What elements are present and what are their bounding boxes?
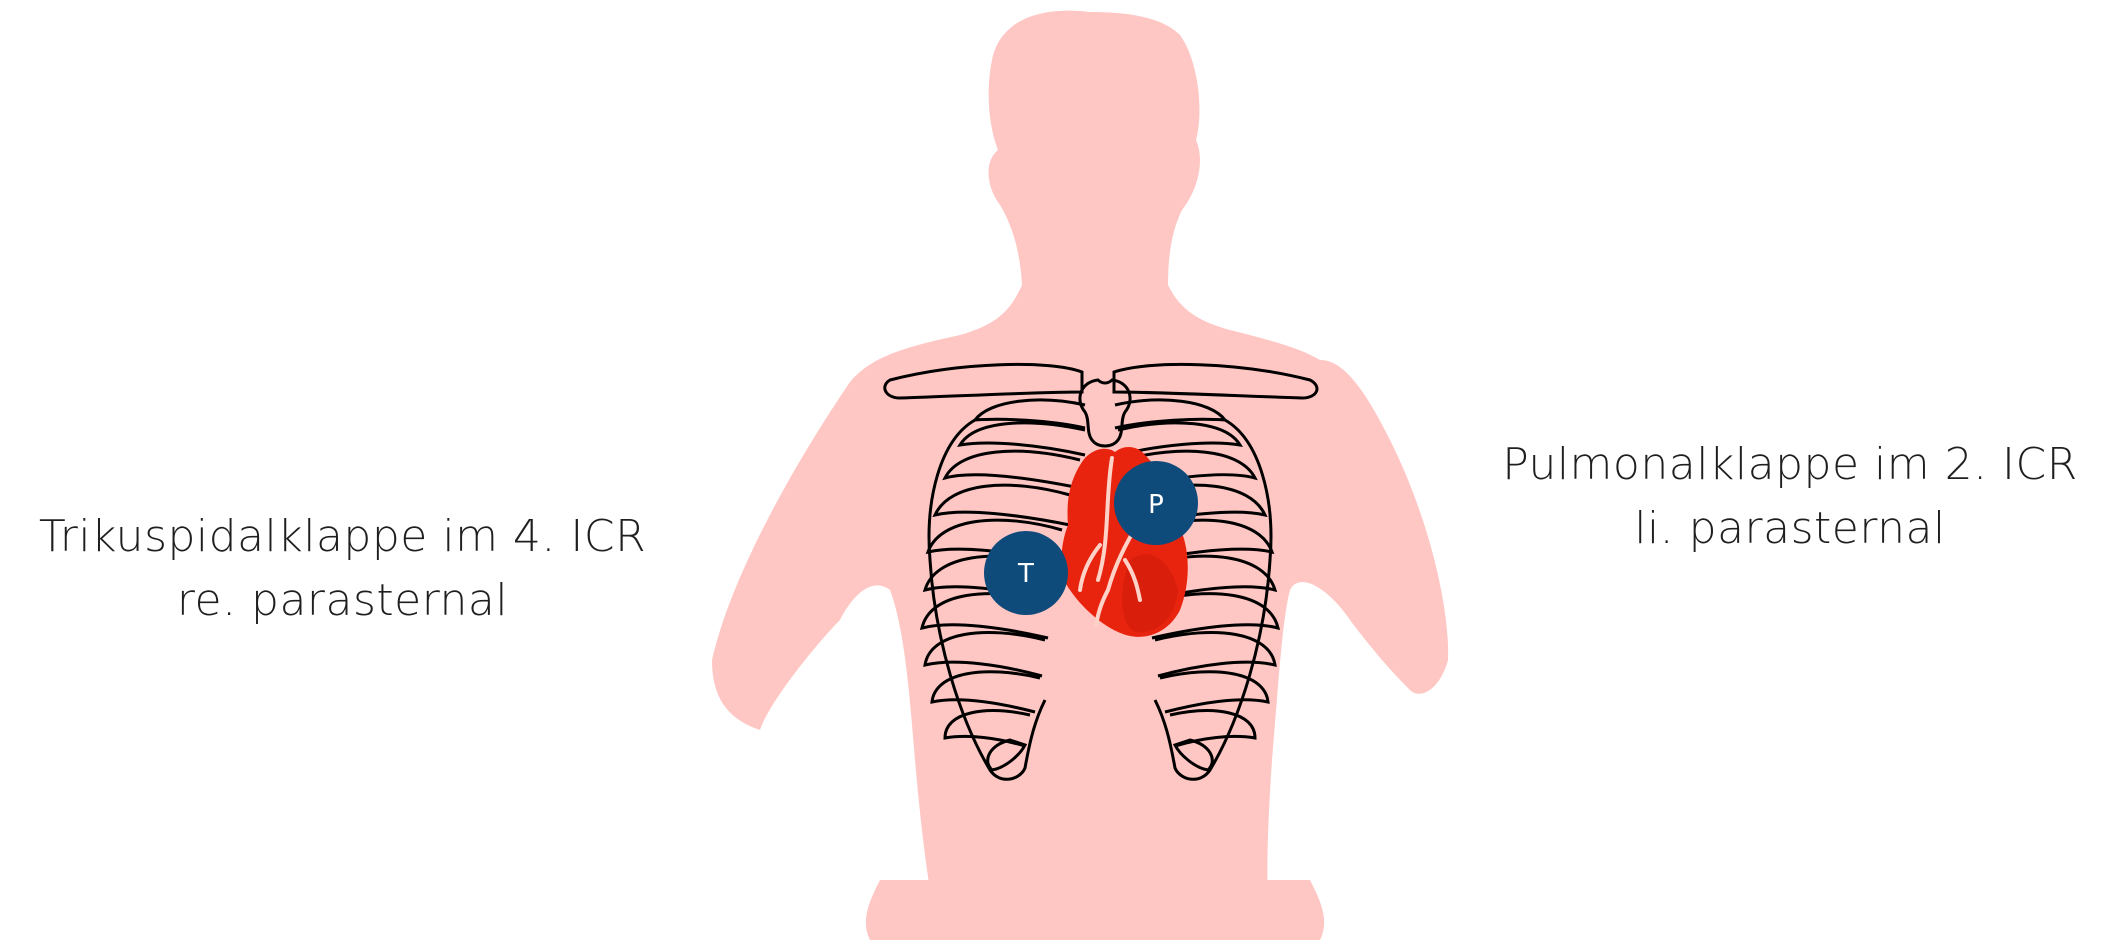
pulmonary-marker: P [1114,461,1198,545]
tricuspid-label-line2: re. parasternal [0,569,685,633]
pulmonary-label-line1: Pulmonalklappe im 2. ICR [1470,433,2110,497]
tricuspid-label-line1: Trikuspidalklappe im 4. ICR [0,505,685,569]
tricuspid-marker-letter: T [1017,559,1034,589]
tricuspid-marker: T [984,531,1068,615]
tricuspid-label: Trikuspidalklappe im 4. ICR re. paraster… [0,505,685,633]
torso-lower [866,880,1324,940]
pulmonary-label-line2: li. parasternal [1470,497,2110,561]
pulmonary-marker-letter: P [1148,490,1164,520]
pulmonary-label: Pulmonalklappe im 2. ICR li. parasternal [1470,433,2110,561]
